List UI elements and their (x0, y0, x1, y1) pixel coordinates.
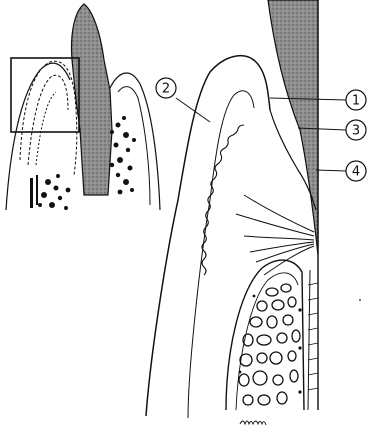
stray-dot (359, 299, 361, 301)
inset-magnification-box (11, 58, 79, 132)
label-3: 3 (346, 120, 366, 140)
label-4-text: 4 (352, 165, 360, 180)
label-3-text: 3 (352, 124, 360, 139)
tooth-enamel-strip (268, 0, 318, 255)
inset-bone-left (30, 174, 70, 210)
label-1-text: 1 (352, 94, 360, 109)
artist-signature (240, 421, 266, 425)
bone-dots (239, 295, 302, 394)
leader-lines (176, 98, 346, 171)
label-2-text: 2 (162, 82, 170, 97)
rete-ridges (202, 125, 244, 275)
label-2: 2 (156, 78, 176, 98)
main-section (146, 0, 318, 418)
inset-tooth-overview (6, 4, 160, 210)
label-1: 1 (346, 90, 366, 110)
inset-tooth (72, 4, 113, 195)
bone-trabeculae (239, 284, 300, 405)
inset-bone-right (110, 116, 136, 194)
label-4: 4 (346, 161, 366, 181)
gingival-fibres (236, 195, 314, 275)
oral-epithelium-inner (188, 91, 254, 418)
